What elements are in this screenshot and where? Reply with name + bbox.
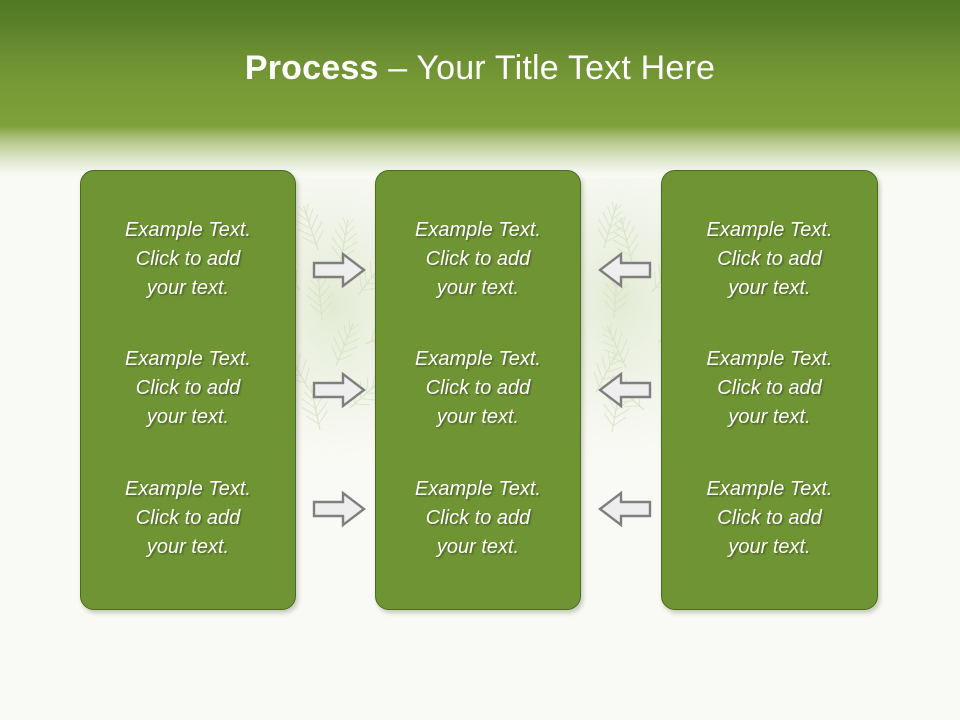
process-column-middle[interactable]: Example Text. Click to add your text. Ex…	[375, 170, 581, 610]
arrow-left-icon[interactable]	[598, 371, 652, 409]
process-cell[interactable]: Example Text. Click to add your text.	[415, 348, 541, 429]
process-cell[interactable]: Example Text. Click to add your text.	[125, 348, 251, 429]
arrow-right-icon[interactable]	[312, 371, 366, 409]
arrow-right-icon[interactable]	[312, 251, 366, 289]
process-cell[interactable]: Example Text. Click to add your text.	[706, 477, 833, 558]
process-cell[interactable]: Example Text. Click to add your text.	[125, 477, 251, 558]
page-title-bold: Process	[244, 49, 379, 87]
process-cell[interactable]: Example Text. Click to add your text.	[415, 477, 541, 558]
process-cell[interactable]: Example Text. Click to add your text.	[125, 219, 251, 300]
page-title-rest: – Your Title Text Here	[378, 49, 716, 87]
header-fade	[0, 126, 960, 178]
process-column-right[interactable]: Example Text. Click to add your text. Ex…	[661, 170, 878, 610]
header-band	[0, 0, 960, 126]
arrow-left-icon[interactable]	[598, 251, 652, 289]
arrow-right-icon[interactable]	[312, 490, 366, 528]
process-cell[interactable]: Example Text. Click to add your text.	[415, 219, 541, 300]
process-cell[interactable]: Example Text. Click to add your text.	[706, 348, 833, 429]
process-cell[interactable]: Example Text. Click to add your text.	[706, 219, 833, 300]
arrow-left-icon[interactable]	[598, 490, 652, 528]
page-title: Process – Your Title Text Here	[0, 48, 960, 88]
process-column-left[interactable]: Example Text. Click to add your text. Ex…	[80, 170, 296, 610]
